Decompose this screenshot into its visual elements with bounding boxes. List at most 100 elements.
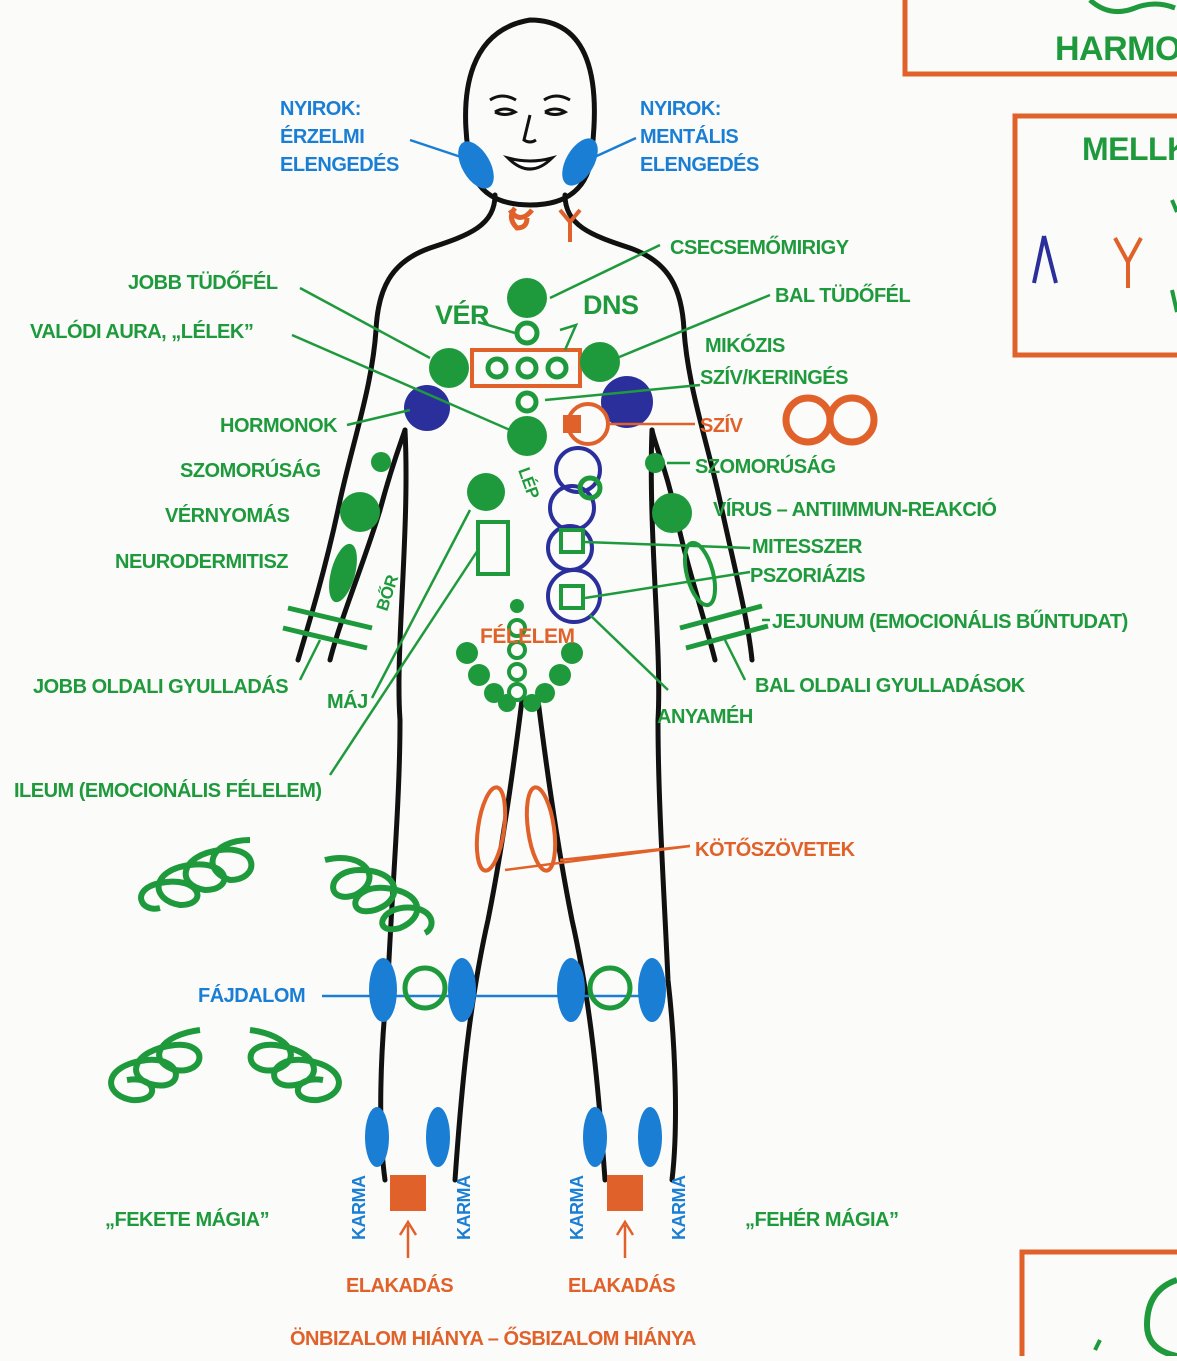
- knee-mark: [638, 958, 666, 1022]
- infinity-icon: [786, 398, 874, 442]
- fear-label: FÉLELEM: [480, 625, 575, 648]
- psoriasis-label: PSZORIÁZIS: [750, 564, 865, 587]
- mouth: [508, 158, 552, 169]
- karma-label: KARMA: [454, 1175, 474, 1240]
- up-arrow-icon: [617, 1222, 633, 1258]
- liver-box: [478, 522, 508, 574]
- svg-text:NYIROK:: NYIROK:: [640, 98, 721, 120]
- harmony-label: HARMO: [1055, 30, 1177, 68]
- black-magic-label: „FEKETE MÁGIA”: [105, 1208, 269, 1231]
- blockage-label-right: ELAKADÁS: [346, 1274, 453, 1297]
- virus-dot: [652, 493, 692, 533]
- lower-right-box: [1022, 1252, 1177, 1356]
- left-lung-label: BAL TÜDŐFÉL: [775, 284, 911, 307]
- spiral-icon: [250, 1030, 339, 1100]
- uterus-label: ANYAMÉH: [657, 705, 753, 728]
- nose: [524, 115, 536, 142]
- connective-tissue-right: [522, 786, 559, 873]
- up-arrow-icon: [400, 1222, 416, 1258]
- heart-label: SZÍV: [700, 414, 744, 437]
- sadness-right-label: SZOMORÚSÁG: [180, 458, 321, 482]
- spiral-icon: [111, 1030, 200, 1100]
- svg-text:ELENGEDÉS: ELENGEDÉS: [280, 153, 399, 176]
- blockage-square-left: [607, 1175, 643, 1211]
- knee-circle: [405, 968, 445, 1008]
- knee-circle: [590, 968, 630, 1008]
- pain-label: FÁJDALOM: [198, 984, 305, 1007]
- lymph-node-left: [451, 135, 501, 194]
- left-wrist-band: [680, 606, 768, 648]
- virus-label: VÍRUS – ANTIIMMUN-REAKCIÓ: [713, 497, 996, 521]
- blackhead-label: MITESSZER: [752, 536, 863, 558]
- right-wrist-band: [283, 608, 372, 648]
- svg-text:MENTÁLIS: MENTÁLIS: [640, 125, 738, 148]
- mycosis-label: MIKÓZIS: [705, 333, 785, 357]
- knee-mark: [369, 958, 397, 1022]
- antibody-icon: [1115, 238, 1141, 288]
- svg-text:ÉRZELMI: ÉRZELMI: [280, 125, 364, 148]
- intestine-chain: [456, 599, 583, 712]
- skin-label: BŐR: [373, 573, 402, 614]
- right-eyebrow: [544, 96, 570, 100]
- liver-label: MÁJ: [327, 690, 368, 713]
- left-inflammation-label: BAL OLDALI GYULLADÁSOK: [755, 674, 1026, 697]
- blockage-square-right: [390, 1175, 426, 1211]
- karma-label: KARMA: [669, 1175, 689, 1240]
- neurodermatitis-label: NEURODERMITISZ: [115, 551, 288, 573]
- self-confidence-label: ÖNBIZALOM HIÁNYA – ŐSBIZALOM HIÁNYA: [290, 1327, 696, 1350]
- thymus-label: CSECSEMŐMIRIGY: [670, 236, 850, 259]
- left-eye: [495, 109, 515, 115]
- side-effects-label: MELLK: [1082, 131, 1177, 167]
- body-outline: [298, 20, 752, 1180]
- sadness-dot-left: [645, 453, 665, 473]
- throat-symbol: [510, 208, 532, 228]
- antibody-icon: [1034, 236, 1056, 283]
- spiral-icon: [325, 858, 432, 933]
- nyirok-right-label: NYIROK: MENTÁLIS ELENGEDÉS: [640, 98, 759, 176]
- blood-pressure-label: VÉRNYOMÁS: [165, 504, 290, 527]
- face: [490, 96, 570, 169]
- blockage-label-left: ELAKADÁS: [568, 1274, 675, 1297]
- svg-text:NYIROK:: NYIROK:: [280, 98, 361, 120]
- heart-circulation-label: SZÍV/KERINGÉS: [700, 366, 848, 389]
- connective-tissue-left: [472, 786, 509, 873]
- knee-mark: [557, 958, 585, 1022]
- harmony-box: HARMO: [905, 0, 1177, 74]
- connective-tissue-label: KÖTŐSZÖVETEK: [695, 838, 856, 861]
- ankle-mark: [583, 1107, 607, 1167]
- hormone-dot-right: [404, 385, 450, 431]
- ileum-label: ILEUM (EMOCIONÁLIS FÉLELEM): [14, 779, 322, 802]
- dns-label: DNS: [583, 290, 639, 320]
- heart-square: [563, 415, 581, 433]
- sadness-left-label: SZOMORÚSÁG: [695, 454, 836, 478]
- right-lung-label: JOBB TÜDŐFÉL: [128, 271, 278, 294]
- right-lung: [429, 348, 469, 388]
- aura-dot: [507, 416, 547, 456]
- blood-pressure-dot: [340, 492, 380, 532]
- aura-label: VALÓDI AURA, „LÉLEK”: [30, 319, 253, 343]
- svg-text:ELENGEDÉS: ELENGEDÉS: [640, 153, 759, 176]
- ankle-mark: [426, 1107, 450, 1167]
- side-effects-box: MELLK: [1015, 116, 1177, 355]
- left-eyebrow: [490, 96, 516, 100]
- right-eye: [545, 109, 565, 115]
- knee-mark: [448, 958, 476, 1022]
- jejunum-label: JEJUNUM (EMOCIONÁLIS BŰNTUDAT): [772, 610, 1128, 633]
- ankle-mark: [638, 1107, 662, 1167]
- hormones-label: HORMONOK: [220, 415, 338, 437]
- spiral-icon: [141, 840, 251, 909]
- ver-label: VÉR: [435, 299, 489, 330]
- karma-label: KARMA: [349, 1175, 369, 1240]
- sadness-dot-right: [371, 452, 391, 472]
- thymus-dot: [507, 278, 547, 318]
- liver-dot: [467, 473, 505, 511]
- white-magic-label: „FEHÉR MÁGIA”: [745, 1208, 899, 1231]
- ankle-mark: [365, 1107, 389, 1167]
- karma-label: KARMA: [567, 1175, 587, 1240]
- nyirok-left-label: NYIROK: ÉRZELMI ELENGEDÉS: [280, 98, 399, 176]
- spleen-label: LÉP: [514, 465, 543, 501]
- left-lung: [580, 342, 620, 382]
- right-inflammation-label: JOBB OLDALI GYULLADÁS: [33, 675, 288, 698]
